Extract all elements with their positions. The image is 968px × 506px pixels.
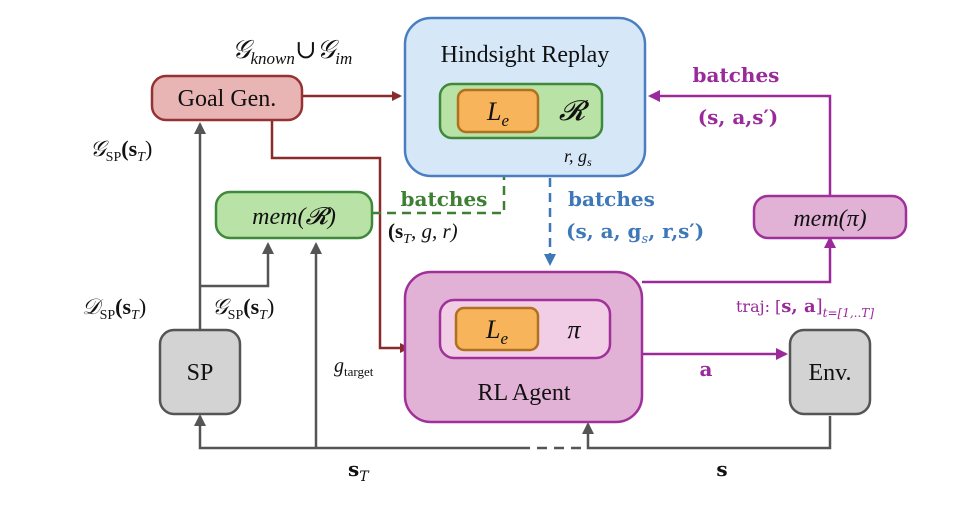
batches-right-tuple: (s, a,s′) [698, 105, 779, 129]
hindsight-replay-label: Hindsight Replay [441, 42, 610, 68]
rl-agent-node: Le π RL Agent [403, 270, 644, 424]
batches-blue-label: batches [568, 187, 655, 211]
hindsight-replay-node: Hindsight Replay Le 𝓡 [403, 16, 647, 178]
goal-gen-label: Goal Gen. [178, 86, 277, 112]
replay-le-label: Le [486, 97, 509, 130]
replay-buffer-symbol: 𝓡 [559, 96, 590, 127]
g-target-label: gtarget [334, 355, 374, 379]
g-known-union-label: 𝒢known∪𝒢im [232, 35, 352, 68]
batches-green-label: batches [401, 187, 488, 211]
state-label: s [716, 457, 727, 481]
edge-env-to-agent [582, 416, 832, 450]
env-label: Env. [808, 360, 851, 386]
mem-pi-label: mem(π) [793, 206, 866, 232]
sp-node: SP [158, 328, 242, 416]
edge-mempi-to-replay [648, 90, 832, 196]
sp-label: SP [187, 360, 214, 386]
batches-blue-tuple: (s, a, gs, r,s′) [566, 219, 704, 247]
d-sp-label: 𝒟SP(sT) [82, 294, 146, 323]
edge-agent-to-mempi [642, 236, 836, 284]
g-sp-top-label: 𝒢SP(sT) [90, 136, 152, 165]
mem-pi-node: mem(π) [752, 194, 908, 240]
agent-policy-symbol: π [567, 315, 581, 344]
edge-bus-to-sp [194, 414, 520, 450]
edge-sp-to-memr [200, 242, 274, 288]
rl-agent-label: RL Agent [477, 380, 570, 406]
st-bottom-label: sT [348, 457, 370, 485]
mem-r-node: mem(𝓡) [214, 190, 374, 240]
env-node: Env. [788, 328, 872, 416]
batches-right-label: batches [693, 63, 780, 87]
action-label: a [700, 357, 713, 381]
edge-goalgen-to-agent [270, 118, 410, 353]
traj-label: traj: [s, a]t=[1,..T] [736, 296, 874, 320]
batches-green-tuple: (sT, g, r) [388, 219, 458, 247]
r-gs-label: r, gs [564, 146, 592, 169]
agent-le-label: Le [485, 315, 508, 348]
mem-r-label: mem(𝓡) [252, 204, 336, 230]
goal-gen-node: Goal Gen. [150, 74, 304, 122]
g-sp-mid-label: 𝒢SP(sT) [212, 294, 274, 323]
